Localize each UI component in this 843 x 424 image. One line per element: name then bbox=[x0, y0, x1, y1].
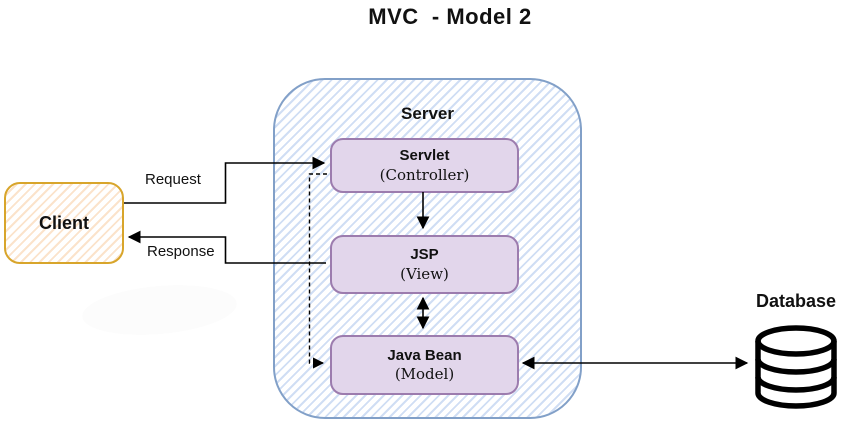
javabean-role: (Model) bbox=[394, 365, 455, 384]
diagram-title: MVC - Model 2 bbox=[368, 4, 532, 29]
database-label: Database bbox=[755, 291, 837, 311]
component-box-servlet: Servlet (Controller) bbox=[330, 138, 519, 193]
servlet-role: (Controller) bbox=[379, 165, 470, 184]
background-smudge bbox=[80, 279, 239, 341]
component-box-javabean: Java Bean (Model) bbox=[330, 335, 519, 395]
jsp-role: (View) bbox=[400, 264, 449, 283]
javabean-name: Java Bean bbox=[387, 346, 462, 364]
server-container: Server Servlet (Controller) JSP (View) J… bbox=[273, 78, 582, 419]
response-label: Response bbox=[147, 243, 215, 260]
client-label: Client bbox=[38, 212, 89, 233]
servlet-name: Servlet bbox=[399, 147, 450, 165]
jsp-name: JSP bbox=[410, 246, 439, 264]
client-box: Client bbox=[4, 182, 124, 264]
request-label: Request bbox=[145, 171, 201, 188]
server-label: Server bbox=[401, 104, 454, 123]
database-icon bbox=[755, 325, 837, 409]
component-box-jsp: JSP (View) bbox=[330, 235, 519, 294]
